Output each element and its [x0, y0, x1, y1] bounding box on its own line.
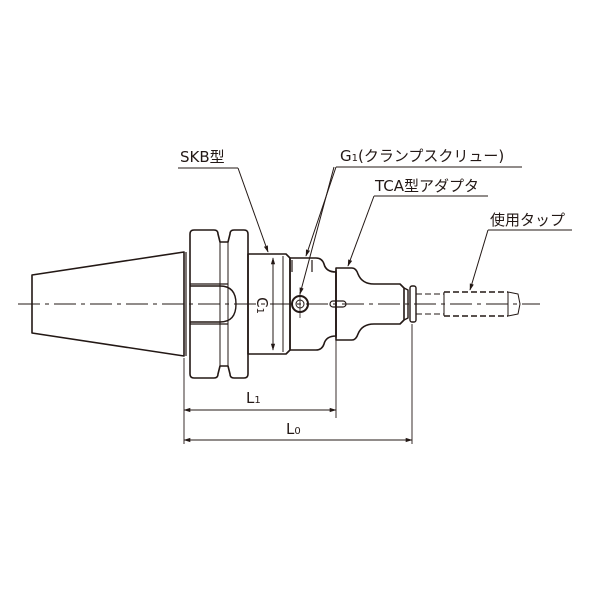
c1-subscript: 1: [253, 307, 265, 314]
l0-label: L0: [286, 421, 301, 440]
g1-clamp-screw-label: G1(クランプスクリュー): [340, 147, 504, 168]
g1-subscript: 1: [351, 153, 358, 164]
tap-label: 使用タップ: [490, 211, 566, 229]
tca-adapter-label: TCA型アダプタ: [375, 177, 480, 195]
keyway: [190, 285, 237, 323]
taper-shank: [31, 251, 185, 357]
l1-label: L1: [246, 390, 261, 409]
l0-letter: L: [286, 420, 295, 438]
adapter-slot: [329, 300, 347, 308]
c1-label: C1: [251, 297, 271, 314]
g1-letter: G: [340, 147, 352, 165]
adapter-collar: [409, 285, 417, 323]
skb-label: SKB型: [180, 148, 225, 166]
l1-letter: L: [246, 389, 255, 407]
flange: [189, 229, 249, 379]
l1-subscript: 1: [254, 395, 261, 406]
tap: [416, 291, 521, 317]
c1-letter: C: [252, 297, 271, 308]
g1-text: (クランプスクリュー): [358, 147, 505, 165]
l0-subscript: 0: [294, 426, 301, 437]
